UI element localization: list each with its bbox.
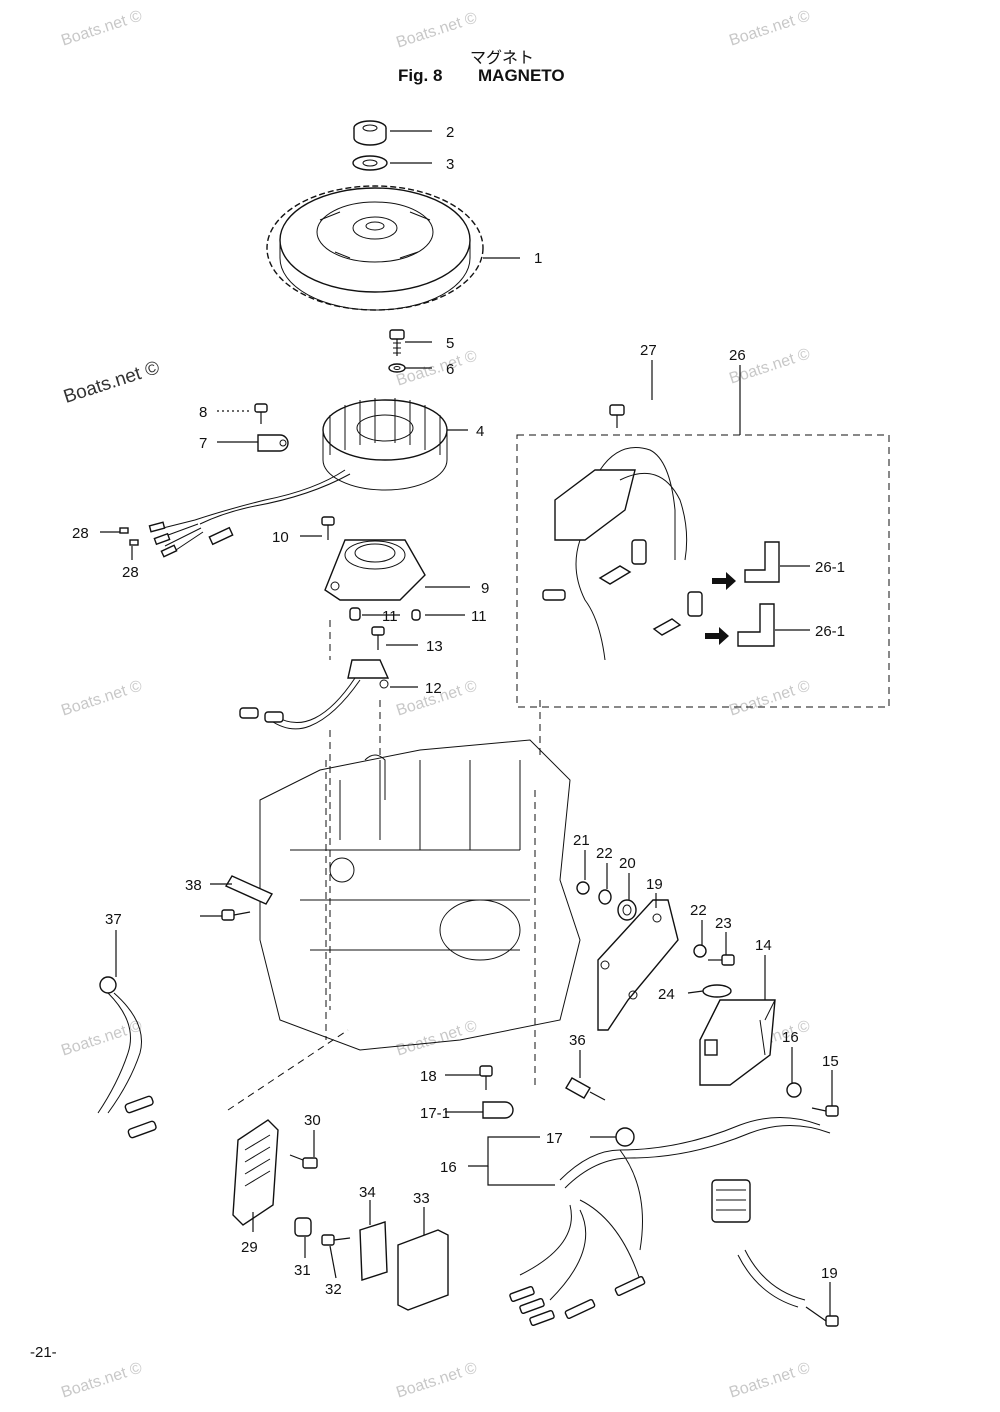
callout-leaders <box>100 130 833 1316</box>
bolt-part <box>221 909 251 921</box>
grommet-part <box>786 1082 802 1098</box>
screw-part <box>254 403 268 424</box>
callout-22: 22 <box>690 902 707 919</box>
bolt-part <box>389 329 405 356</box>
bolt-part <box>609 404 625 428</box>
callout-31: 30 <box>304 1112 321 1129</box>
callout-11: 11 <box>382 608 398 625</box>
washer-part <box>693 944 707 958</box>
callout-26-1: 26-1 <box>815 623 845 640</box>
figure-title-english: MAGNETO <box>478 66 565 85</box>
callout-17: 16 <box>440 1159 457 1176</box>
plug-cap-part <box>705 541 780 647</box>
wire-harness-part <box>509 1117 831 1326</box>
callout-23: 22 <box>596 845 613 862</box>
label-sheet-part <box>359 1221 388 1281</box>
callout-5: 5 <box>446 335 454 352</box>
callout-18: 17-1 <box>420 1105 450 1122</box>
figure-number: Fig. 8 <box>398 66 443 85</box>
callout-7: 7 <box>199 435 207 452</box>
washer-part <box>352 155 388 171</box>
cdi-unit-part <box>699 999 776 1086</box>
callout-33: 33 <box>413 1190 430 1207</box>
callout-36: 37 <box>105 911 122 928</box>
callout-21: 20 <box>619 855 636 872</box>
nut-part <box>353 120 387 146</box>
figure-title: Fig. 8 MAGNETO <box>398 66 565 86</box>
callout-13: 13 <box>426 638 443 655</box>
bolt-part <box>811 1105 839 1117</box>
callout-19: 18 <box>420 1068 437 1085</box>
pulser-coil-base-part <box>324 539 426 601</box>
callout-28: 28 <box>122 564 139 581</box>
bolt-part <box>371 626 385 650</box>
clamp-part <box>257 434 289 452</box>
callout-12: 12 <box>425 680 442 697</box>
terminal-connectors <box>119 519 234 558</box>
cover-part <box>397 1229 449 1311</box>
callout-22: 21 <box>573 832 590 849</box>
callout-26: 26 <box>729 347 746 364</box>
stator-coil-part <box>194 398 448 525</box>
pulser-coil-part <box>239 659 390 730</box>
callout-labels: 2 3 1 5 6 4 8 7 28 28 10 9 11 11 13 12 2… <box>72 124 845 1298</box>
callout-35: 36 <box>569 1032 586 1049</box>
bracket-part <box>597 899 679 1031</box>
callout-27: 27 <box>640 342 657 359</box>
callout-6: 6 <box>446 361 454 378</box>
callout-3: 3 <box>446 156 454 173</box>
callout-17-1: 17 <box>546 1130 563 1147</box>
ignition-coil-part <box>542 447 703 661</box>
callout-16: 16 <box>782 1029 799 1046</box>
bolt-part <box>708 954 735 966</box>
bolt-part <box>479 1065 493 1090</box>
bolt-part <box>321 1234 351 1246</box>
rectifier-part <box>232 1119 279 1226</box>
callout-8: 8 <box>199 404 207 421</box>
callout-1: 1 <box>534 250 542 267</box>
callout-34: 34 <box>359 1184 376 1201</box>
ground-plate-part <box>224 875 274 905</box>
callout-20: 19 <box>646 876 663 893</box>
page-number: -21- <box>30 1344 57 1361</box>
ignition-coil-group-box <box>516 434 890 708</box>
washer-part <box>388 363 406 373</box>
callout-10: 10 <box>272 529 289 546</box>
bolt-part <box>289 1154 318 1169</box>
callout-15: 15 <box>822 1053 839 1070</box>
callout-37: 38 <box>185 877 202 894</box>
bolt-part <box>805 1306 839 1327</box>
clamp-part <box>482 1101 514 1119</box>
callout-26-1: 26-1 <box>815 559 845 576</box>
callout-25: 24 <box>658 986 675 1003</box>
collar-part <box>349 607 421 621</box>
callout-28: 28 <box>72 525 89 542</box>
callout-24: 23 <box>715 915 732 932</box>
thermo-switch-part <box>565 1077 606 1101</box>
bolt-part <box>321 516 335 540</box>
callout-30: 31 <box>294 1262 311 1279</box>
engine-block-outline <box>259 739 581 1051</box>
grommet-part <box>576 881 637 921</box>
callout-19: 19 <box>821 1265 838 1282</box>
callout-29: 29 <box>241 1239 258 1256</box>
clamp-part <box>702 984 732 998</box>
ground-wire-part <box>97 976 157 1139</box>
figure-title-japanese: マグネト <box>470 48 535 67</box>
flywheel-part <box>266 185 484 311</box>
collar-part <box>294 1217 312 1237</box>
callout-4: 4 <box>476 423 484 440</box>
callout-2: 2 <box>446 124 454 141</box>
callout-9: 9 <box>481 580 489 597</box>
callout-14: 14 <box>755 937 772 954</box>
callout-11: 11 <box>471 608 487 625</box>
callout-32: 32 <box>325 1281 342 1298</box>
